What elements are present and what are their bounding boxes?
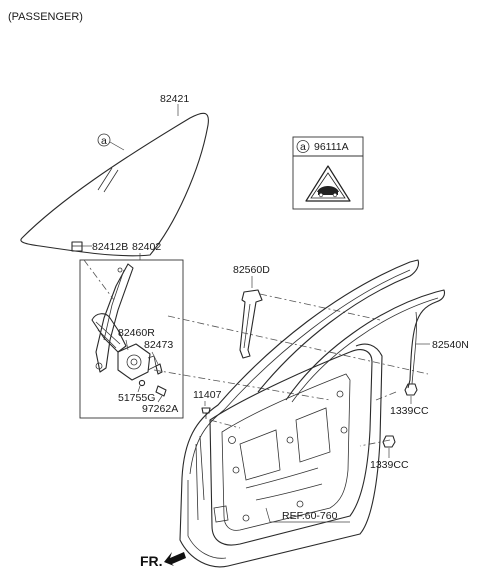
- reference-label: REF.60-760: [282, 510, 338, 522]
- regulator-group-box: [79, 259, 184, 419]
- label-82402: 82402: [132, 241, 161, 253]
- label-82560D: 82560D: [233, 264, 270, 276]
- label-51755G: 51755G: [118, 392, 155, 404]
- door-glass: [20, 112, 209, 257]
- grommet-part: [138, 379, 146, 387]
- leader-ref: [265, 507, 271, 523]
- label-97262A: 97262A: [142, 403, 178, 415]
- bolt-82473-part: [155, 363, 163, 375]
- leader-97262A: [157, 395, 163, 403]
- label-82540N: 82540N: [432, 339, 469, 351]
- clip-part: [155, 385, 167, 397]
- leader-82473: [151, 351, 159, 365]
- callout-box: a 96111A: [292, 136, 364, 210]
- glass-marker-leader: [109, 141, 125, 151]
- guide-rail-part: [239, 289, 263, 359]
- weatherstrip-part: [285, 289, 446, 403]
- warning-sticker-icon: [305, 165, 351, 202]
- label-82421: 82421: [160, 93, 189, 105]
- label-82473: 82473: [144, 339, 173, 351]
- nut-upper-part: [404, 383, 418, 396]
- glass-marker-label: a: [101, 135, 107, 147]
- regulator-motor-part: [117, 343, 157, 381]
- front-direction-label: FR.: [140, 553, 163, 569]
- callout-marker-label: a: [300, 141, 306, 153]
- glass-marker-circle: [97, 133, 111, 147]
- front-arrow-icon: [164, 552, 186, 566]
- window-regulator-part: [91, 263, 134, 373]
- glass-channel-part: [71, 241, 83, 252]
- nut-lower-part: [382, 435, 396, 448]
- leader-82460R: [125, 339, 129, 351]
- label-11407: 11407: [193, 389, 222, 401]
- label-1339CC-upper: 1339CC: [390, 405, 429, 417]
- door-panel-part: [179, 259, 420, 568]
- label-82460R: 82460R: [118, 327, 155, 339]
- label-82412B: 82412B: [92, 241, 128, 253]
- label-1339CC-lower: 1339CC: [370, 459, 409, 471]
- callout-marker-circle: [296, 140, 310, 153]
- callout-part-label: 96111A: [314, 141, 349, 153]
- leader-51755G: [137, 385, 141, 393]
- diagram-title: (PASSENGER): [8, 11, 83, 23]
- assembly-lines: [83, 259, 429, 447]
